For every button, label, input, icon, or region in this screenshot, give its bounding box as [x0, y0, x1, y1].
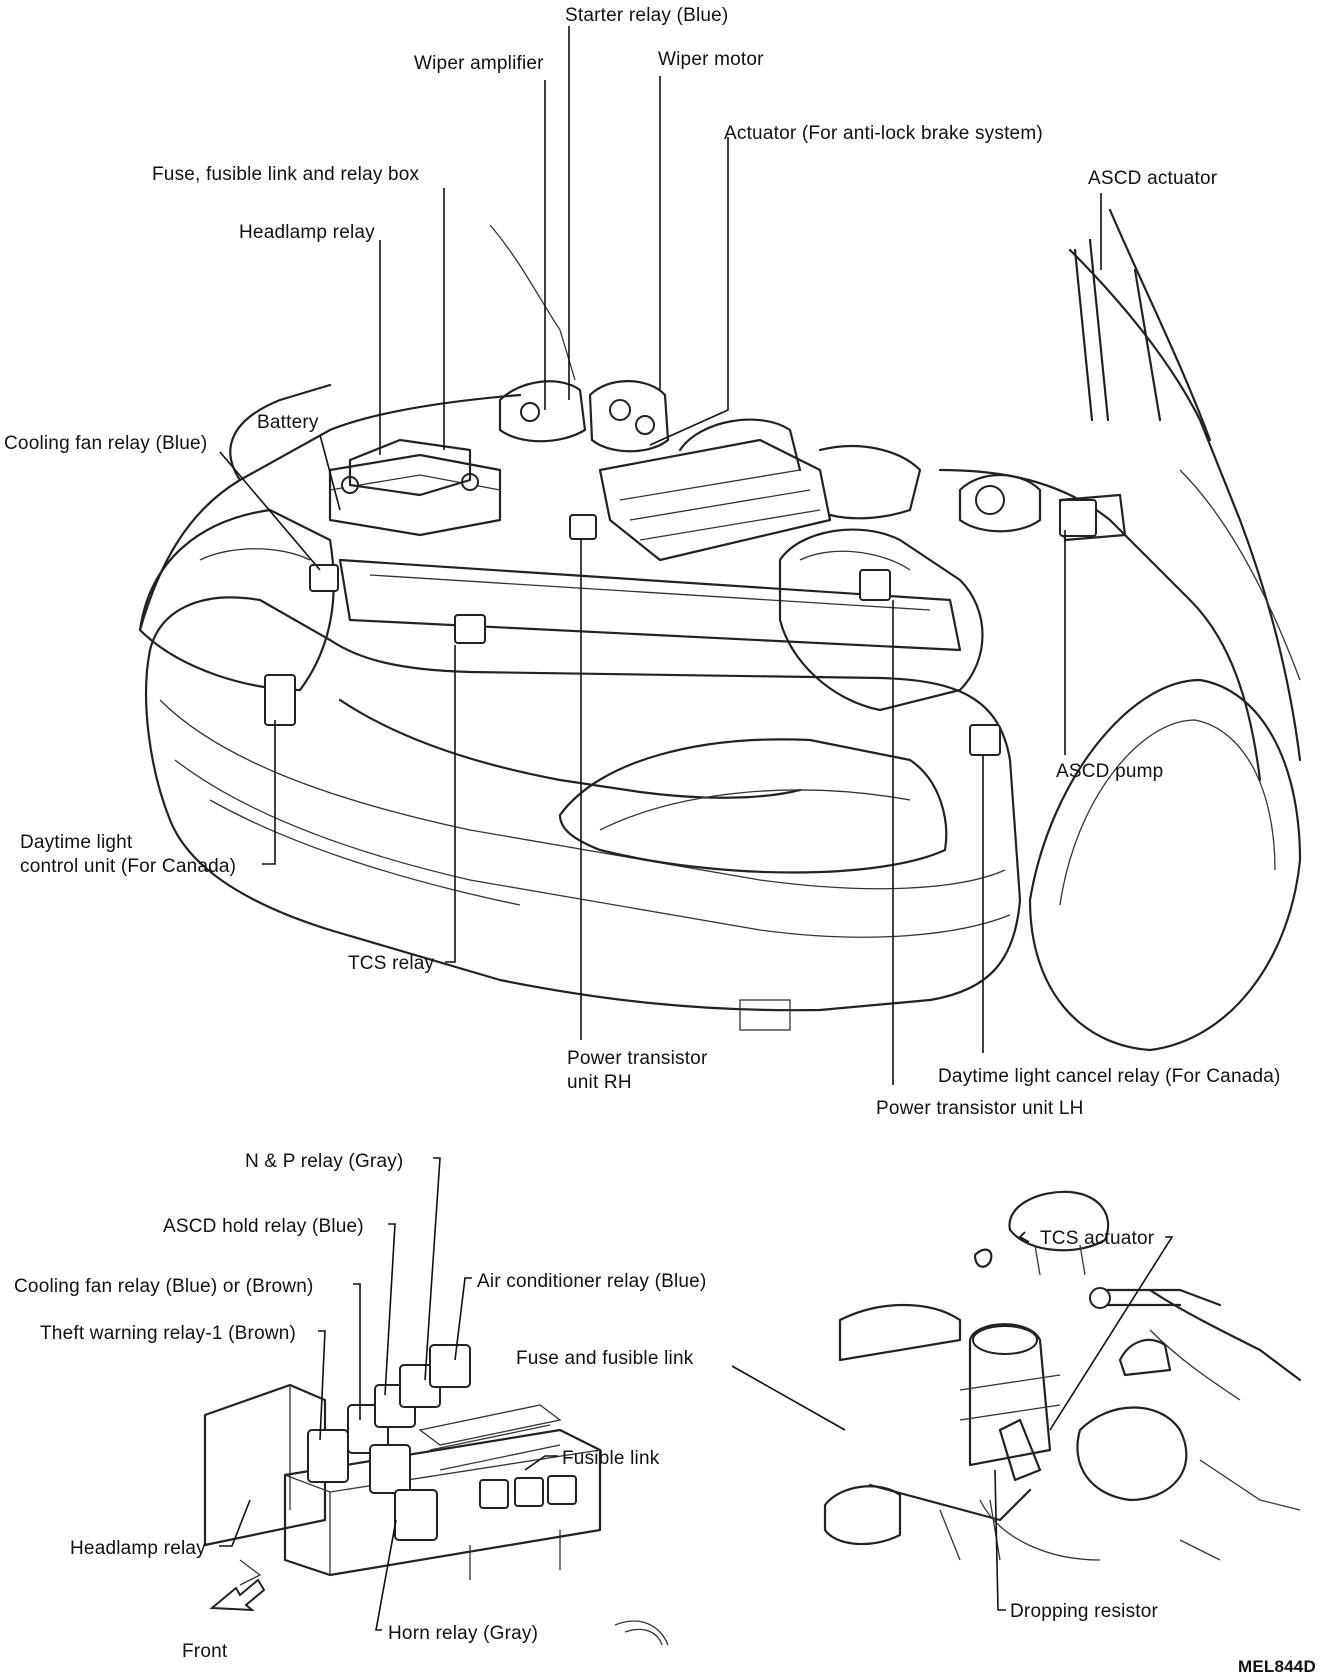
label-starter-relay: Starter relay (Blue)	[565, 5, 729, 26]
label-wiper-amplifier: Wiper amplifier	[414, 53, 544, 74]
figure-code: MEL844D	[1238, 1657, 1316, 1676]
relay-box-drawing	[203, 1344, 669, 1646]
label-daytime-light-cancel: Daytime light cancel relay (For Canada)	[938, 1066, 1281, 1087]
label-dropping-resistor: Dropping resistor	[1010, 1601, 1159, 1622]
label-ascd-pump: ASCD pump	[1056, 761, 1164, 782]
label-power-transistor-rh-line2: unit RH	[567, 1072, 632, 1093]
label-ascd-actuator: ASCD actuator	[1088, 168, 1218, 189]
tcs-detail-drawing	[823, 1190, 1302, 1561]
relay-box-leader-lines	[209, 1157, 846, 1631]
label-actuator-abs: Actuator (For anti-lock brake system)	[724, 123, 1043, 144]
label-power-transistor-lh: Power transistor unit LH	[876, 1098, 1084, 1119]
label-front: Front	[182, 1641, 228, 1662]
label-cooling-fan-relay: Cooling fan relay (Blue)	[4, 433, 208, 454]
label-daytime-light-control-line2: control unit (For Canada)	[20, 856, 237, 877]
label-tcs-actuator: TCS actuator	[1040, 1228, 1155, 1249]
label-wiper-motor: Wiper motor	[658, 49, 764, 70]
label-theft-warning-relay: Theft warning relay-1 (Brown)	[40, 1323, 297, 1344]
main-leader-lines	[219, 26, 1102, 1085]
label-air-conditioner-relay: Air conditioner relay (Blue)	[477, 1271, 707, 1292]
label-tcs-relay: TCS relay	[348, 953, 435, 974]
label-headlamp-relay-box: Headlamp relay	[70, 1538, 206, 1559]
label-ascd-hold-relay: ASCD hold relay (Blue)	[163, 1216, 364, 1237]
label-fuse-box: Fuse, fusible link and relay box	[152, 164, 420, 185]
label-fusible-link: Fusible link	[562, 1448, 660, 1469]
label-fuse-and-fusible-link: Fuse and fusible link	[516, 1348, 694, 1369]
tcs-leader-lines	[994, 1231, 1174, 1611]
label-daytime-light-control-line1: Daytime light	[20, 832, 133, 853]
label-battery: Battery	[257, 412, 319, 433]
label-np-relay: N & P relay (Gray)	[245, 1151, 404, 1172]
label-cooling-fan-relay-box: Cooling fan relay (Blue) or (Brown)	[14, 1276, 314, 1297]
label-power-transistor-rh-line1: Power transistor	[567, 1048, 708, 1069]
label-headlamp-relay: Headlamp relay	[239, 222, 375, 243]
label-horn-relay: Horn relay (Gray)	[388, 1623, 539, 1644]
vehicle-front-drawing	[138, 208, 1302, 1052]
